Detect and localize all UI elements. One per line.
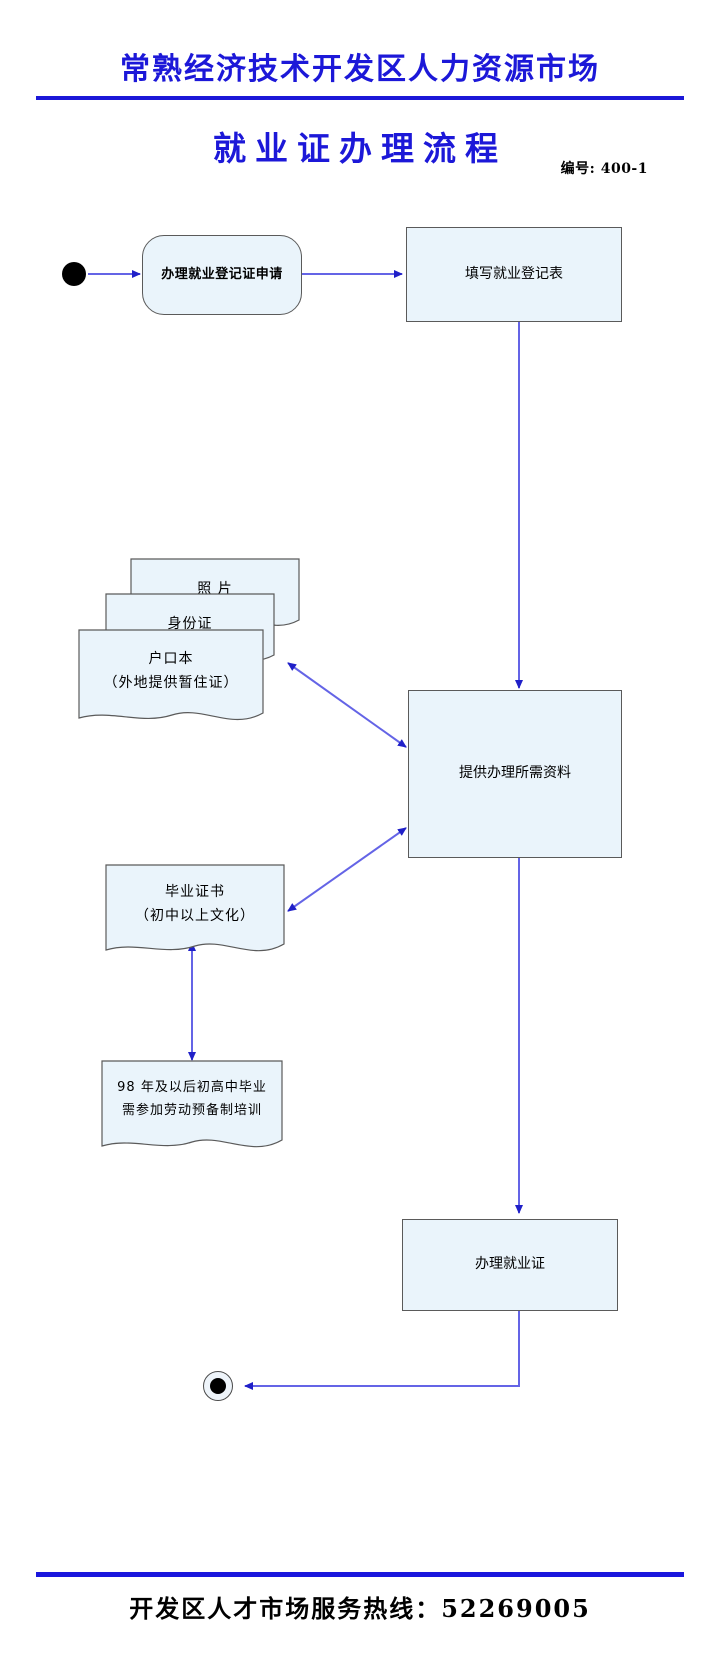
edge-issue-cert-to-end	[244, 1311, 520, 1390]
doc-labor-preparation-training[interactable]: 98 年及以后初高中毕业 需参加劳动预备制培训	[101, 1060, 283, 1160]
doc-household-register[interactable]: 户口本 （外地提供暂住证）	[78, 629, 264, 733]
doc-diploma-line1: 毕业证书	[165, 883, 225, 900]
node-issue-cert-label: 办理就业证	[475, 1256, 545, 1273]
doc-diploma[interactable]: 毕业证书 （初中以上文化）	[105, 864, 285, 964]
doc-labor-training-line2: 需参加劳动预备制培训	[121, 1103, 262, 1118]
edge-diploma-to-provide-materials	[287, 827, 407, 912]
node-fill-form-label: 填写就业登记表	[465, 265, 563, 282]
node-fill-registration-form[interactable]: 填写就业登记表	[406, 227, 622, 322]
doc-household-register-line2: （外地提供暂住证）	[103, 675, 239, 691]
end-marker	[203, 1371, 233, 1401]
doc-id-card-label: 身份证	[167, 615, 213, 632]
edge-hukou-to-provide-materials	[287, 662, 407, 748]
doc-diploma-line2: （初中以上文化）	[135, 908, 255, 924]
doc-labor-preparation-training-shape	[101, 1060, 283, 1148]
doc-photo-label: 照 片	[197, 580, 233, 597]
document-number: 编号: 400-1	[560, 161, 648, 177]
node-provide-materials-label: 提供办理所需资料	[459, 765, 571, 782]
node-issue-employment-certificate[interactable]: 办理就业证	[402, 1219, 618, 1311]
doc-diploma-shape	[105, 864, 285, 952]
page-header: 常熟经济技术开发区人力资源市场 就业证办理流程 编号: 400-1	[0, 0, 720, 200]
node-provide-required-materials[interactable]: 提供办理所需资料	[408, 690, 622, 858]
organization-title: 常熟经济技术开发区人力资源市场	[120, 52, 600, 87]
footer-divider	[36, 1572, 684, 1577]
node-apply-label: 办理就业登记证申请	[161, 267, 283, 283]
header-divider	[36, 96, 684, 100]
doc-household-register-line1: 户口本	[148, 650, 194, 667]
doc-labor-training-line1: 98 年及以后初高中毕业	[117, 1080, 267, 1096]
doc-household-register-shape	[78, 629, 264, 721]
hotline-text: 开发区人才市场服务热线：52269005	[129, 1594, 591, 1623]
page-title: 就业证办理流程	[213, 129, 507, 168]
node-apply-for-registration[interactable]: 办理就业登记证申请	[142, 235, 302, 315]
start-marker	[62, 262, 86, 286]
